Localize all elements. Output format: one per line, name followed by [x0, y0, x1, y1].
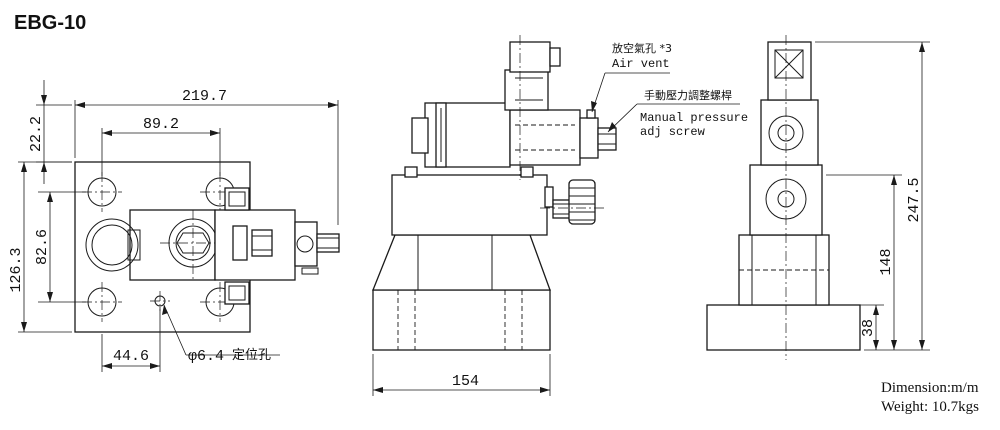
- base-block: [372, 289, 551, 351]
- reducing-block: [509, 109, 581, 166]
- air-vent-label-en: Air vent: [612, 57, 670, 71]
- note-dimension-unit: Dimension:m/m: [881, 380, 979, 396]
- dim-locating-offset: 44.6: [113, 348, 149, 365]
- dim-hole-spacing-y: 82.6: [34, 229, 51, 265]
- connector-box: [509, 41, 551, 73]
- dim-hole-spacing-x: 89.2: [143, 116, 179, 133]
- dim-base-height: 38: [860, 319, 877, 337]
- side-view: 放空氣孔 *3 Air vent 手動壓力調整螺桿 Manual pressur…: [372, 35, 748, 396]
- manual-adj-label-en-1: Manual pressure: [640, 111, 748, 125]
- dim-center-height: 148: [878, 248, 895, 275]
- locating-hole-label: 定位孔: [232, 348, 271, 363]
- valve-body-front: [129, 209, 216, 281]
- dim-base-width: 154: [452, 373, 479, 390]
- main-body: [391, 174, 548, 236]
- end-base: [706, 304, 861, 351]
- manual-adj-label-cn: 手動壓力調整螺桿: [644, 88, 732, 102]
- note-weight: Weight: 10.7kgs: [881, 399, 979, 415]
- front-view: 219.7 89.2 22.2 126.3 82.6: [8, 80, 340, 372]
- locating-hole-dia: φ6.4: [188, 348, 224, 365]
- hex-nut: [251, 229, 273, 257]
- air-vent-label-cn: 放空氣孔 *3: [612, 41, 672, 55]
- solenoid-coil: [504, 69, 549, 111]
- dim-overall-width: 219.7: [182, 88, 227, 105]
- manual-handwheel[interactable]: [568, 179, 596, 225]
- adj-screw-housing: [294, 221, 318, 267]
- dim-total-height: 247.5: [906, 177, 923, 222]
- main-port: [85, 218, 139, 272]
- tapered-section: [372, 234, 551, 291]
- end-pilot-body: [760, 99, 819, 166]
- drawing-title: EBG-10: [14, 12, 86, 34]
- end-view: 247.5 148 38: [706, 35, 930, 360]
- adj-screw-tip: [316, 233, 340, 253]
- dim-overall-height: 126.3: [8, 247, 25, 292]
- end-solenoid: [767, 41, 812, 101]
- manual-adj-label-en-2: adj screw: [640, 125, 706, 139]
- dim-top-offset: 22.2: [28, 116, 45, 152]
